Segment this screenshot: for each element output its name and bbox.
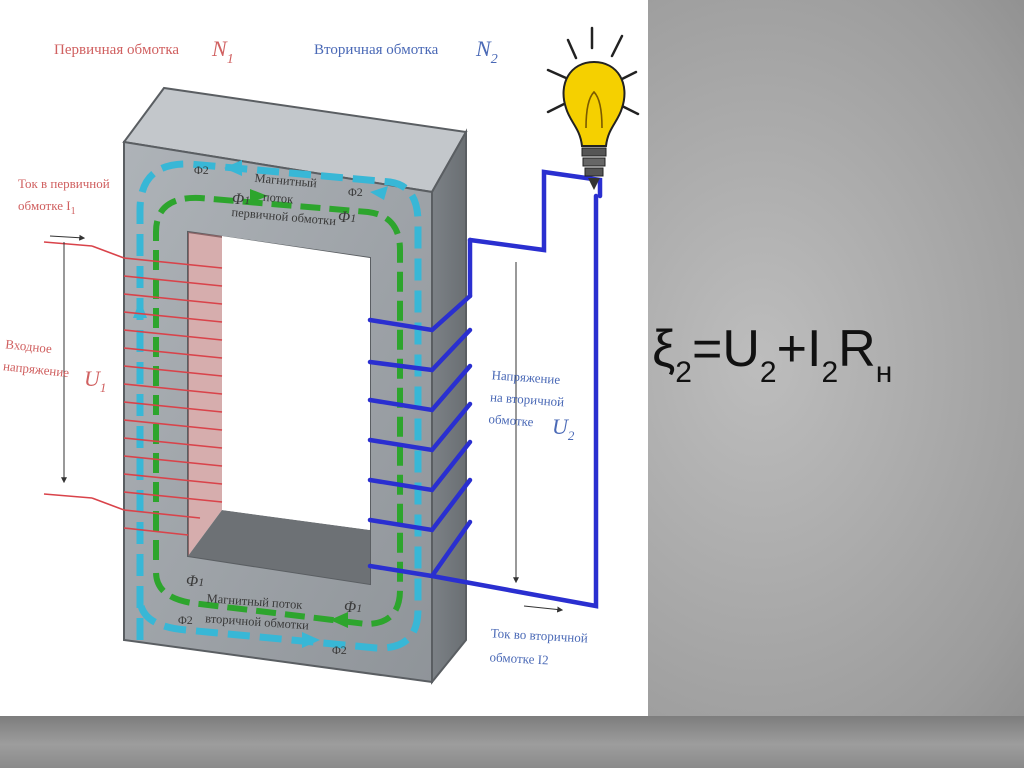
input-voltage-symbol: U1: [84, 366, 106, 395]
formula-current-symbol: I: [806, 320, 822, 378]
secondary-turn: [367, 439, 473, 493]
primary-turn: [123, 383, 223, 395]
secondary-current-arrow: [523, 605, 564, 613]
core-window-back: [222, 236, 370, 530]
primary-flux-path: [153, 194, 403, 628]
phi2-label: Φ2: [194, 163, 209, 177]
formula-voltage-subscript: 2: [759, 356, 777, 389]
phi1-label: Φ1: [186, 573, 204, 590]
emf-formula: ξ2=U2+I2Rн: [652, 304, 1012, 394]
phi1-label: Φ1: [338, 209, 356, 226]
primary-winding-title: Первичная обмотка: [54, 42, 179, 58]
phi2-label: Φ2: [332, 643, 347, 657]
input-voltage-label: Входное напряжение: [2, 336, 72, 380]
primary-turn: [123, 365, 223, 377]
primary-flux-arrow-top: [250, 189, 268, 203]
secondary-turn: [367, 363, 473, 413]
secondary-winding: [367, 169, 603, 609]
secondary-turn: [367, 327, 473, 373]
primary-turn: [123, 329, 223, 341]
primary-turn: [123, 437, 223, 449]
primary-turn: [123, 293, 223, 305]
primary-lead-bottom: [43, 493, 93, 499]
primary-turn: [123, 473, 223, 485]
phi2-label: Φ2: [348, 185, 363, 199]
primary-turn: [123, 455, 223, 467]
core-window-inner-bottom: [188, 510, 370, 584]
primary-turn: [123, 527, 189, 536]
primary-lead-top: [43, 241, 93, 247]
primary-turn: [123, 257, 223, 269]
primary-turn: [123, 509, 201, 519]
secondary-winding-title: Вторичная обмотка: [314, 42, 439, 58]
secondary-winding-symbol: N2: [475, 36, 498, 67]
formula-voltage-symbol: U: [722, 320, 760, 378]
transformer-core: [122, 86, 468, 685]
secondary-voltage-label: Напряжение на вторичной обмотке: [488, 367, 569, 431]
light-bulb-icon: [546, 26, 640, 190]
formula-emf-subscript: 2: [675, 356, 692, 389]
phi1-label: Φ1: [232, 191, 250, 208]
phi1-label: Φ1: [344, 599, 362, 616]
secondary-turn: [367, 477, 473, 533]
secondary-turn: [367, 293, 473, 333]
primary-turn: [123, 311, 223, 323]
secondary-flux-arrow-topright: [370, 186, 388, 200]
formula-resistance-subscript: н: [875, 356, 893, 389]
measurement-arrows: [49, 234, 564, 613]
secondary-flux-path: [136, 160, 422, 652]
primary-turn: [123, 275, 223, 287]
primary-current-arrow: [49, 234, 86, 241]
secondary-flux-arrow-bottom: [302, 632, 320, 648]
transformer-diagram: Первичная обмотка N1 Вторичная обмотка N…: [2, 26, 640, 685]
secondary-current-label: Ток во вторичной обмотке I2: [489, 625, 591, 669]
primary-current-label: Ток в первичной обмотке I1: [18, 176, 113, 217]
formula-plus: +: [776, 320, 807, 378]
secondary-wire-bottom: [429, 193, 599, 609]
formula-emf-symbol: ξ: [652, 320, 676, 378]
primary-turn: [123, 491, 223, 503]
phi2-label: Φ2: [178, 613, 193, 627]
transformer-diagram-svg: Первичная обмотка N1 Вторичная обмотка N…: [2, 26, 640, 685]
core-window-inner-side: [188, 232, 222, 556]
primary-winding-symbol: N1: [211, 36, 234, 67]
formula-equals: =: [691, 320, 723, 378]
primary-turn: [123, 419, 223, 431]
primary-winding: [43, 241, 223, 536]
primary-turn: [123, 347, 223, 359]
primary-flux-arrow-bottom: [330, 612, 348, 628]
secondary-turn: [367, 401, 473, 453]
primary-turn: [123, 401, 223, 413]
secondary-flux-arrow-top: [224, 160, 242, 176]
secondary-wire-top: [467, 169, 603, 253]
formula-current-subscript: 2: [821, 356, 839, 389]
formula-resistance-symbol: R: [838, 320, 876, 378]
primary-turn: [91, 497, 125, 511]
secondary-voltage-symbol: U2: [552, 414, 575, 443]
slide-bottom-band: [0, 716, 1024, 768]
primary-turn: [91, 245, 125, 259]
